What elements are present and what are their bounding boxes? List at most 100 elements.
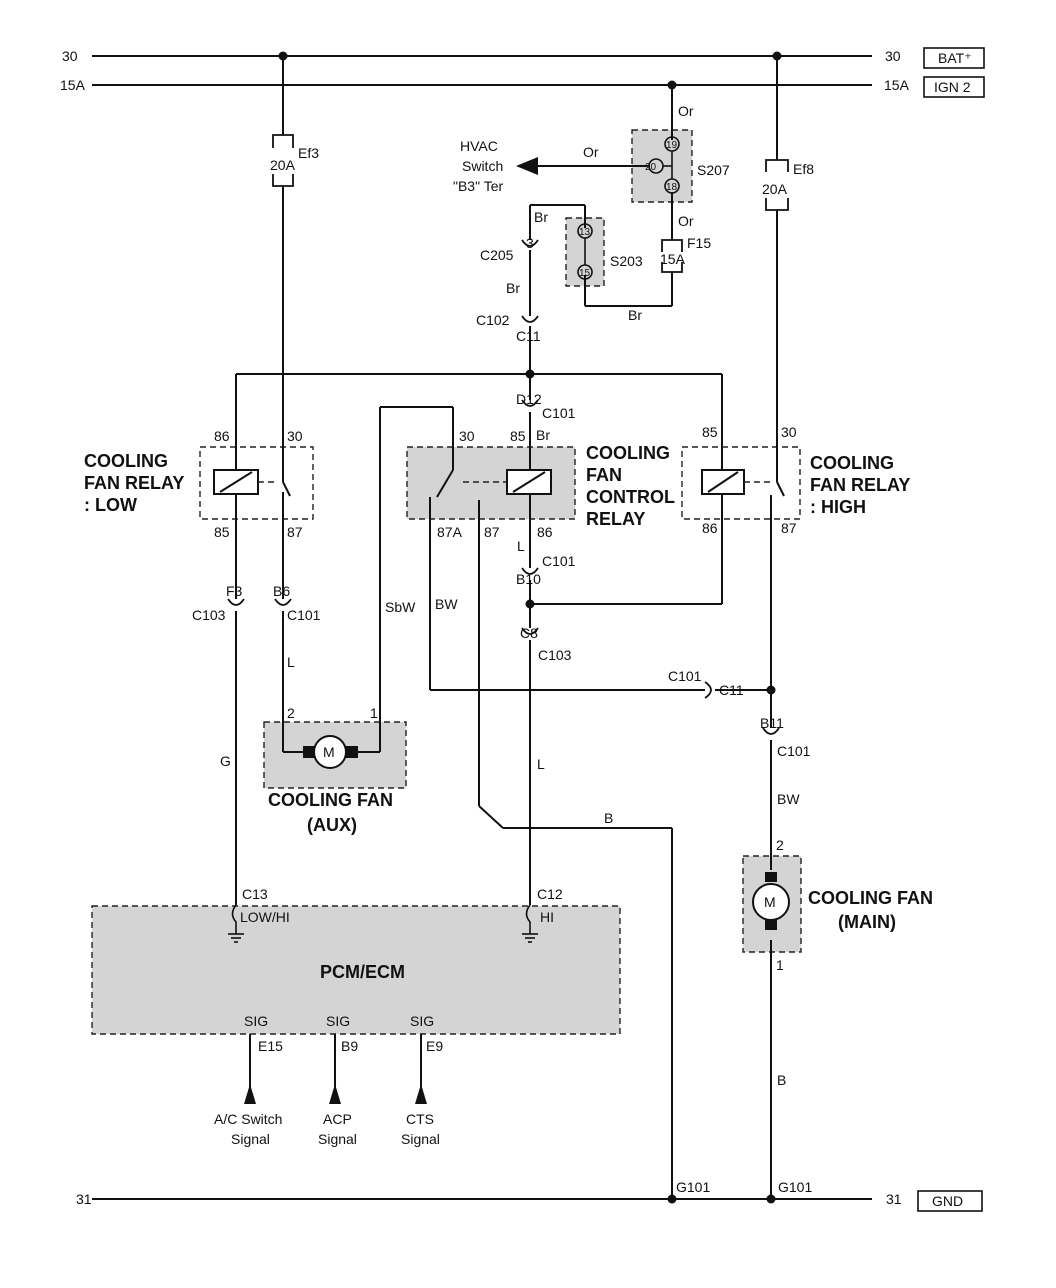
relay-ctrl-title-4: RELAY [586,509,645,529]
aux-fan-motor [303,735,358,769]
signal-ac-1: A/C Switch [214,1111,282,1127]
relay-high-pin-86: 86 [702,520,718,536]
gnd-rail-right-label: 31 [886,1191,902,1207]
hvac-label-3: "B3" Ter [453,178,503,194]
relay-high-pin-30: 30 [781,424,797,440]
signal-ac-2: Signal [231,1131,270,1147]
hvac-label-1: HVAC [460,138,498,154]
rails [92,47,985,1212]
relay-low-title-3: : LOW [84,495,137,515]
fuse-f15-name: F15 [687,235,711,251]
fan-aux-title-1: COOLING FAN [268,790,393,810]
pcm-pin-e15: E15 [258,1038,283,1054]
bat-rail-right-label: 30 [885,48,901,64]
fuse-ef3-name: Ef3 [298,145,319,161]
connector-symbols [227,239,780,735]
relay-high-pin-87: 87 [781,520,797,536]
relay-high-pin-85: 85 [702,424,718,440]
wire-b-1: B [604,810,613,826]
relay-high-title-2: FAN RELAY [810,475,910,495]
c103-f3-pin: F3 [226,583,243,599]
relay-high-title-1: COOLING [810,453,894,473]
c101-b11-pin: B11 [760,715,784,731]
junction-dots [525,369,776,695]
pcm-pin-e9: E9 [426,1038,443,1054]
wire-sbw: SbW [385,599,416,615]
wire-b-2: B [777,1072,786,1088]
c205-pin: 3 [526,235,534,251]
fan-main-pin-2: 2 [776,837,784,853]
main-fan-motor [752,872,790,930]
hvac-label-2: Switch [462,158,503,174]
wire-l-3: L [537,756,545,772]
s207-pin-19: 19 [666,140,678,151]
relay-ctrl-title-3: CONTROL [586,487,675,507]
relay-low-pin-86: 86 [214,428,230,444]
relay-internals [213,469,785,497]
ign-rail-left-label: 15A [60,77,86,93]
signal-acp-2: Signal [318,1131,357,1147]
wire-or-2: Or [583,144,599,160]
bat-rail-left-label: 30 [62,48,78,64]
fan-aux-pin-1: 1 [370,705,378,721]
fan-main-title-2: (MAIN) [838,912,896,932]
relay-low-pin-85: 85 [214,524,230,540]
fuse-ef3-rating: 20A [270,157,296,173]
c103-c8-pin: C8 [520,625,538,641]
wire-br-1: Br [534,209,548,225]
c101-b11-label: C101 [777,743,811,759]
s207-pin-20: 20 [645,162,657,173]
c101-c11-pin: C11 [719,682,744,698]
fuse-symbols [272,134,789,273]
pcm-c12-function: HI [540,909,554,925]
wire-l-2: L [287,654,295,670]
c101-c11-label: C101 [668,668,702,684]
g101-right: G101 [778,1179,812,1195]
relay-low-title-2: FAN RELAY [84,473,184,493]
relay-ctrl-pin-85: 85 [510,428,526,444]
s203-label: S203 [610,253,643,269]
relay-high-box [681,446,801,520]
relay-low-title-1: COOLING [84,451,168,471]
relay-high-title-3: : HIGH [810,497,866,517]
relay-ctrl-pin-87a: 87A [437,524,463,540]
wire-br-3: Br [628,307,642,323]
fan-main-title-1: COOLING FAN [808,888,933,908]
wire-or-1: Or [678,103,694,119]
c101-b10-label: C101 [542,553,576,569]
c102-pin: C11 [516,328,541,344]
s203-pin-15: 15 [579,268,591,279]
bat-box-label: BAT⁺ [938,50,972,66]
relay-ctrl-title-2: FAN [586,465,622,485]
signal-arrows [244,1084,427,1104]
fuse-f15-rating: 15A [660,251,686,267]
fuse-ef8-rating: 20A [762,181,788,197]
ign-rail-right-label: 15A [884,77,910,93]
wire-or-3: Or [678,213,694,229]
splice-internals [577,136,680,280]
c205-label: C205 [480,247,514,263]
pcm-ecm-block [92,906,620,1034]
c101-d12-label: C101 [542,405,576,421]
pcm-c13-function: LOW/HI [240,909,290,925]
fan-aux-title-2: (AUX) [307,815,357,835]
fan-main-motor-label: M [764,894,776,910]
ign-box-label: IGN 2 [934,79,971,95]
pcm-title: PCM/ECM [320,962,405,982]
s207-label: S207 [697,162,730,178]
pcm-sig-2: SIG [326,1013,350,1029]
pcm-c12-label: C12 [537,886,563,902]
fan-aux-pin-2: 2 [287,705,295,721]
wire-br-2: Br [506,280,520,296]
pcm-ground-symbols [228,904,538,943]
c103-f3-label: C103 [192,607,226,623]
c102-label: C102 [476,312,510,328]
fan-aux-motor-label: M [323,744,335,760]
c103-c8-label: C103 [538,647,572,663]
wire-bw-1: BW [435,596,458,612]
pcm-sig-3: SIG [410,1013,434,1029]
pcm-sig-1: SIG [244,1013,268,1029]
fan-main-pin-1: 1 [776,957,784,973]
c101-b6-label: C101 [287,607,321,623]
